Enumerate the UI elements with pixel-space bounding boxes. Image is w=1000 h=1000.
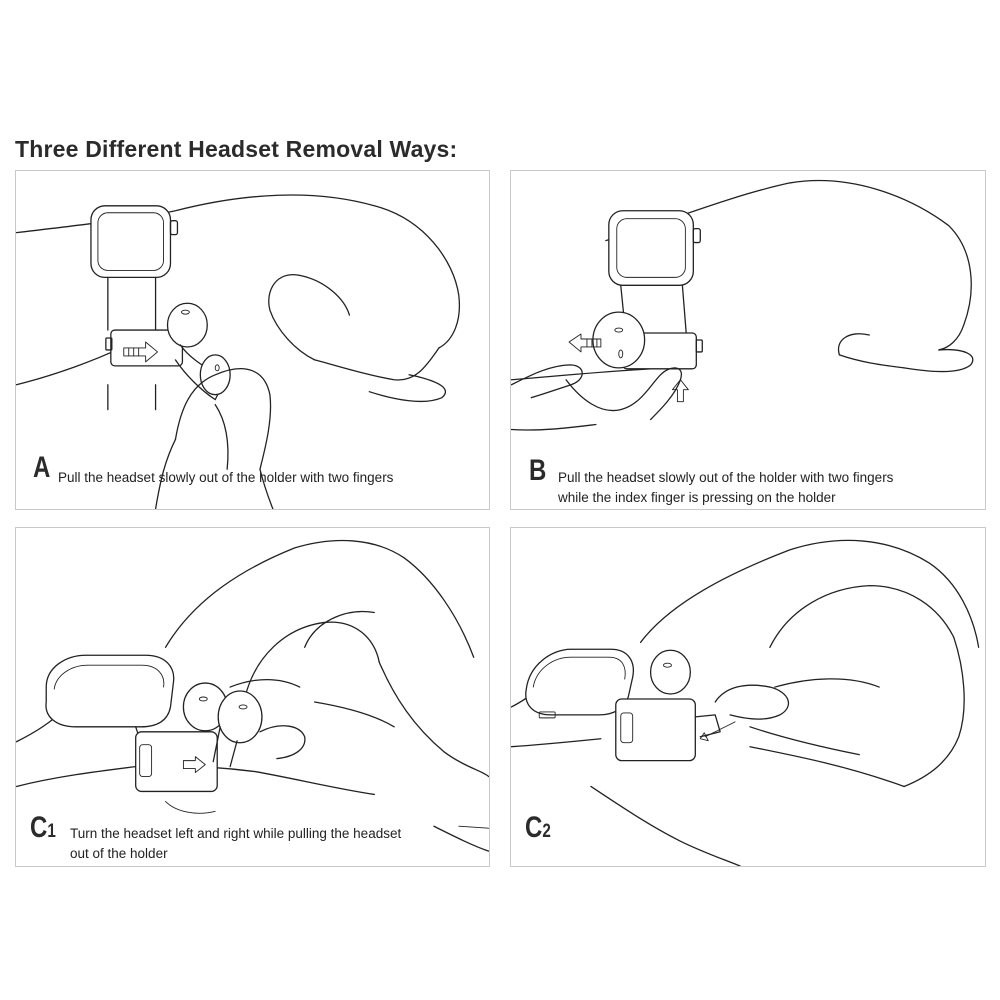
illustration-b [511, 179, 974, 431]
step-letter-a: A [33, 451, 51, 484]
page-title: Three Different Headset Removal Ways: [15, 136, 458, 162]
panel-b: B Pull the headset slowly out of the hol… [510, 170, 986, 510]
step-letter-c2: C2 [525, 811, 551, 844]
step-letter-b: B [529, 454, 547, 487]
step-letter-c2-subscript: 2 [542, 821, 551, 842]
illustration-a [16, 194, 461, 509]
caption-a-line1: Pull the headset slowly out of the holde… [58, 470, 394, 485]
caption-b-line2: while the index finger is pressing on th… [558, 490, 836, 505]
illustration-c2 [511, 539, 980, 866]
caption-b-line1: Pull the headset slowly out of the holde… [558, 470, 894, 485]
panel-a: A Pull the headset slowly out of the hol… [15, 170, 490, 510]
caption-c1-line2: out of the holder [70, 846, 168, 861]
caption-c1-line1: Turn the headset left and right while pu… [70, 826, 402, 841]
step-letter-c1: C1 [30, 811, 56, 844]
panel-c1: C1 Turn the headset left and right while… [15, 527, 490, 867]
step-letter-c1-subscript: 1 [47, 821, 56, 842]
illustration-c1 [16, 539, 489, 852]
panel-c2: C2 [510, 527, 986, 867]
